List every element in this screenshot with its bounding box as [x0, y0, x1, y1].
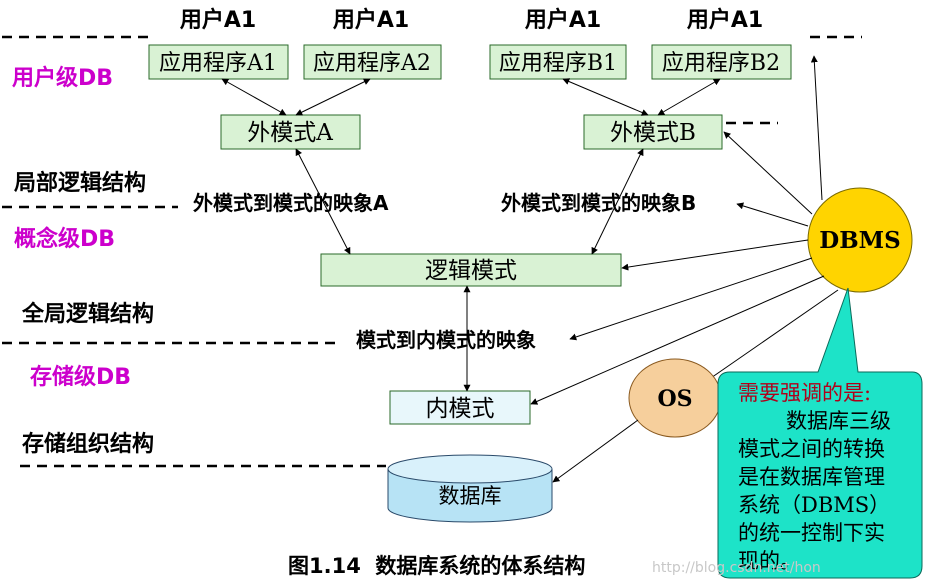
- app-label-a2: 应用程序A2: [313, 51, 431, 76]
- app-label-b1: 应用程序B1: [499, 51, 617, 76]
- edge-app-b2-ext-b: [657, 78, 721, 116]
- edge-dbms-app-b2: [810, 55, 823, 201]
- dbms-label: DBMS: [819, 227, 900, 254]
- level-concept-db: 概念级DB: [14, 226, 115, 252]
- edge-app-b1-ext-b: [562, 78, 649, 116]
- edge-app-a2-ext-a: [295, 78, 371, 116]
- structure-storage-org: 存储组织结构: [22, 431, 154, 457]
- app-box-a1: [148, 44, 289, 80]
- edge-dbms-os: [707, 289, 839, 381]
- internal-schema-label: 内模式: [426, 396, 495, 422]
- user-label-a1-right: 用户A1: [333, 7, 409, 33]
- callout-line-1: 需要强调的是:: [738, 381, 871, 405]
- edge-os-database: [552, 419, 639, 483]
- callout-line-7: 现的。: [738, 549, 801, 573]
- callout-line-4: 是在数据库管理: [738, 465, 885, 489]
- callout-line-5: 系统（DBMS）: [738, 493, 890, 517]
- callout-line-2: 数据库三级: [786, 409, 891, 433]
- app-box-a2: [303, 44, 442, 80]
- logical-schema-label: 逻辑模式: [425, 258, 517, 284]
- edge-dbms-mapping-internal: [569, 257, 813, 341]
- level-user-db: 用户级DB: [12, 65, 113, 91]
- app-label-b2: 应用程序B2: [662, 51, 780, 76]
- database-label: 数据库: [439, 484, 502, 508]
- mapping-ext-schema-a: 外模式到模式的映象A: [193, 191, 389, 215]
- mapping-ext-schema-b: 外模式到模式的映象B: [501, 191, 696, 215]
- structure-local-logic: 局部逻辑结构: [14, 170, 146, 196]
- watermark: http://blog.csdn.net/hon: [652, 560, 821, 576]
- app-box-b2: [651, 44, 792, 80]
- app-label-a1: 应用程序A1: [159, 51, 277, 76]
- edge-ext-a-logical: [295, 148, 351, 255]
- edge-dbms-mapping-b: [736, 202, 809, 227]
- edge-ext-b-logical: [591, 148, 644, 255]
- user-label-a1-left: 用户A1: [180, 7, 256, 33]
- internal-schema-box: [389, 390, 531, 425]
- callout-line-6: 的统一控制下实: [738, 521, 885, 545]
- figure-caption: 图1.14 数据库系统的体系结构: [288, 554, 585, 578]
- edge-app-a1-ext-a: [221, 78, 287, 116]
- user-label-b1: 用户A1: [525, 7, 601, 33]
- edge-dbms-logical: [621, 239, 809, 271]
- external-schema-a-box: [220, 114, 361, 150]
- database-cylinder-icon: [387, 454, 553, 523]
- edge-dbms-internal: [530, 275, 825, 405]
- structure-global-logic: 全局逻辑结构: [21, 301, 154, 327]
- external-schema-b-box: [583, 114, 723, 150]
- logical-schema-box: [320, 253, 622, 287]
- external-schema-a-label: 外模式A: [247, 120, 333, 146]
- app-box-b1: [489, 44, 627, 80]
- external-schema-b-label: 外模式B: [610, 120, 696, 146]
- user-label-b2: 用户A1: [687, 7, 763, 33]
- level-storage-db: 存储级DB: [30, 364, 131, 390]
- edge-dbms-ext-b: [723, 131, 813, 215]
- callout-bubble: [717, 287, 923, 579]
- callout-line-3: 模式之间的转换: [738, 437, 885, 461]
- os-label: OS: [657, 386, 692, 412]
- mapping-schema-internal: 模式到内模式的映象: [356, 328, 536, 352]
